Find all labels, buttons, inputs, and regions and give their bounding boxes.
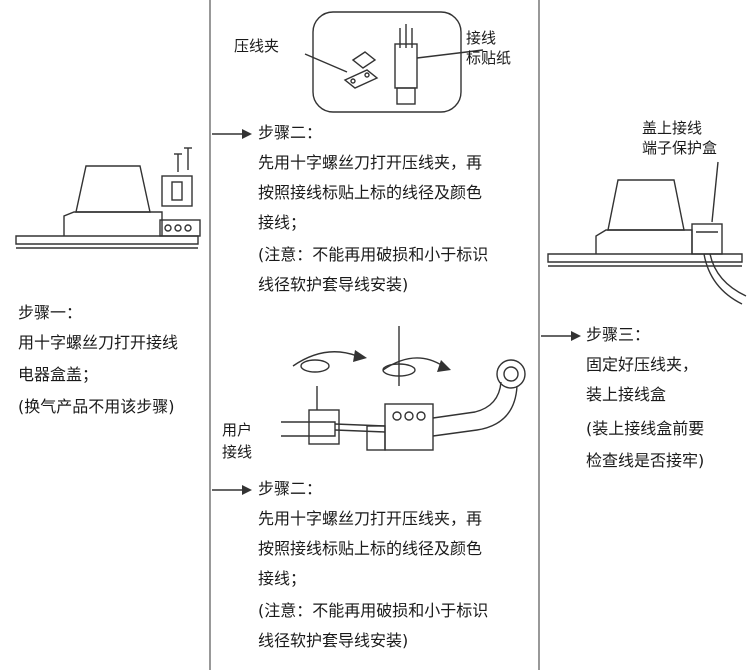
step-three-line-2: 装上接线盒 — [586, 385, 667, 404]
wiring-label-line-2: 标贴纸 — [466, 49, 512, 67]
step-one-line-2: 电器盒盖； — [18, 365, 99, 384]
wire-clamp-label: 压线夹 — [234, 37, 280, 55]
step-two-b-line-2: 按照接线标贴上标的线径及颜色 — [258, 539, 483, 558]
step-one-line-3: (换气产品不用该步骤) — [18, 397, 175, 416]
arrow-icon — [541, 331, 581, 341]
step-three-line-1: 固定好压线夹， — [586, 355, 699, 374]
step-one-title: 步骤一： — [18, 303, 83, 322]
step-two-b-line-5: 线径软护套导线安装) — [258, 631, 409, 650]
step-two-a-line-4: (注意：不能再用破损和小于标识 — [258, 245, 489, 264]
step-three-title: 步骤三： — [586, 325, 651, 344]
step-two-a-line-3: 接线； — [258, 213, 307, 232]
step-one-illustration — [15, 147, 201, 249]
arrow-icon — [212, 485, 252, 495]
step-two-b-line-1: 先用十字螺丝刀打开压线夹，再 — [258, 509, 483, 528]
step-two-b-title: 步骤二： — [258, 479, 323, 498]
arrow-icon — [212, 129, 252, 139]
wiring-label-line-1: 接线 — [466, 29, 497, 47]
user-wiring-label-2: 接线 — [222, 443, 253, 461]
step-three-illustration — [547, 161, 747, 305]
step-three-line-3: (装上接线盒前要 — [586, 419, 705, 438]
step-two-a-line-1: 先用十字螺丝刀打开压线夹，再 — [258, 153, 483, 172]
step-two-b-line-3: 接线； — [258, 569, 307, 588]
step-one-line-1: 用十字螺丝刀打开接线 — [18, 333, 179, 352]
cover-label-line-1: 盖上接线 — [642, 119, 703, 137]
step-two-a-line-2: 按照接线标贴上标的线径及颜色 — [258, 183, 483, 202]
step-two-a-title: 步骤二： — [258, 123, 323, 142]
cover-label-line-2: 端子保护盒 — [642, 139, 718, 157]
step-three-line-4: 检查线是否接牢) — [586, 451, 705, 470]
user-wiring-illustration — [281, 326, 526, 451]
wire-clamp-callout — [304, 11, 484, 113]
step-two-a-line-5: 线径软护套导线安装) — [258, 275, 409, 294]
step-two-b-line-4: (注意：不能再用破损和小于标识 — [258, 601, 489, 620]
user-wiring-label-1: 用户 — [222, 421, 253, 439]
